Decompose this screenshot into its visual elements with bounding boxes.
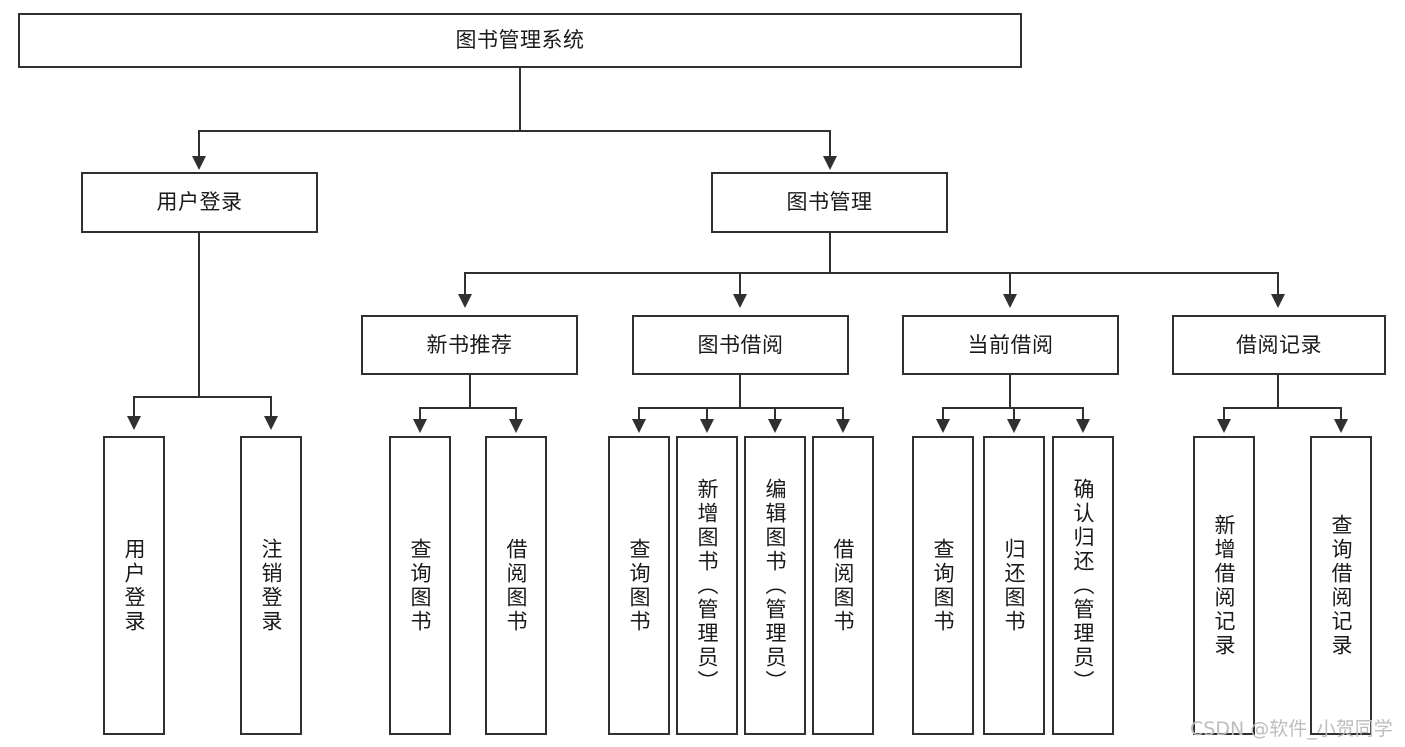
arrowhead-bb-leaf-3 xyxy=(768,419,782,433)
arrowhead-bb-leaf-4 xyxy=(836,419,850,433)
node-book-borrow[interactable]: 图书借阅 xyxy=(632,315,849,375)
edge-bb-to-leaf-4 xyxy=(842,407,844,421)
edge-cb-to-leaf-1 xyxy=(942,407,944,421)
node-label: 查询图书 xyxy=(627,537,652,634)
leaf-book-borrow-edit-book-admin[interactable]: 编辑图书（管理员） xyxy=(744,436,806,735)
node-label: 当前借阅 xyxy=(967,332,1054,357)
edge-book-management-bus xyxy=(464,272,1279,274)
node-label: 借阅记录 xyxy=(1236,332,1322,357)
node-current-borrow[interactable]: 当前借阅 xyxy=(902,315,1119,375)
node-label: 注销登录 xyxy=(259,537,284,634)
edge-current-borrow-bus xyxy=(942,407,1082,409)
edge-bb-to-leaf-1 xyxy=(638,407,640,421)
edge-bm-to-book-borrow xyxy=(739,272,741,296)
arrowhead-bb-leaf-1 xyxy=(632,419,646,433)
node-label: 查询借阅记录 xyxy=(1329,513,1354,658)
node-label: 编辑图书（管理员） xyxy=(763,477,788,694)
leaf-current-borrow-confirm-return-admin[interactable]: 确认归还（管理员） xyxy=(1052,436,1114,735)
leaf-borrow-record-query-record[interactable]: 查询借阅记录 xyxy=(1310,436,1372,735)
leaf-user-login-logout[interactable]: 注销登录 xyxy=(240,436,302,735)
arrowhead-user-login-leaf-2 xyxy=(264,416,278,430)
node-user-login[interactable]: 用户登录 xyxy=(81,172,318,233)
leaf-current-borrow-return-book[interactable]: 归还图书 xyxy=(983,436,1045,735)
arrowhead-new-book-leaf-1 xyxy=(413,419,427,433)
edge-book-borrow-bus xyxy=(638,407,844,409)
edge-new-book-to-leaf-1 xyxy=(419,407,421,421)
edge-br-to-leaf-2 xyxy=(1340,407,1342,421)
leaf-borrow-record-add-record[interactable]: 新增借阅记录 xyxy=(1193,436,1255,735)
csdn-watermark: CSDN @软件_小贺同学 xyxy=(1190,718,1393,740)
node-label: 新增图书（管理员） xyxy=(695,477,720,694)
edge-user-login-to-leaf-2 xyxy=(270,396,272,418)
edge-root-to-book-management xyxy=(829,130,831,158)
arrowhead-br-leaf-2 xyxy=(1334,419,1348,433)
edge-root-bus xyxy=(198,130,831,132)
leaf-book-borrow-borrow-book[interactable]: 借阅图书 xyxy=(812,436,874,735)
node-label: 用户登录 xyxy=(156,190,243,215)
arrowhead-new-book-leaf-2 xyxy=(509,419,523,433)
node-label: 查询图书 xyxy=(408,537,433,634)
edge-br-to-leaf-1 xyxy=(1223,407,1225,421)
arrowhead-cb-leaf-3 xyxy=(1076,419,1090,433)
edge-current-borrow-stem xyxy=(1009,375,1011,408)
arrowhead-bb-leaf-2 xyxy=(700,419,714,433)
node-label: 图书借阅 xyxy=(697,332,784,357)
node-label: 借阅图书 xyxy=(831,537,856,634)
arrowhead-bm-borrow-record xyxy=(1271,294,1285,308)
edge-borrow-record-bus xyxy=(1223,407,1341,409)
arrowhead-bm-current-borrow xyxy=(1003,294,1017,308)
edge-user-login-to-leaf-1 xyxy=(133,396,135,418)
edge-bb-to-leaf-3 xyxy=(774,407,776,421)
arrowhead-bm-new-book xyxy=(458,294,472,308)
node-root-library-management-system[interactable]: 图书管理系统 xyxy=(18,13,1022,68)
edge-book-borrow-stem xyxy=(739,375,741,408)
node-label: 新书推荐 xyxy=(426,332,513,357)
arrowhead-root-to-user-login xyxy=(192,156,206,170)
arrowhead-root-to-book-management xyxy=(823,156,837,170)
node-new-book-recommend[interactable]: 新书推荐 xyxy=(361,315,578,375)
arrowhead-cb-leaf-1 xyxy=(936,419,950,433)
arrowhead-user-login-leaf-1 xyxy=(127,416,141,430)
node-book-management[interactable]: 图书管理 xyxy=(711,172,948,233)
node-borrow-record[interactable]: 借阅记录 xyxy=(1172,315,1386,375)
edge-bb-to-leaf-2 xyxy=(706,407,708,421)
node-label: 图书管理 xyxy=(786,190,873,215)
node-label: 查询图书 xyxy=(931,537,956,634)
edge-bm-to-new-book xyxy=(464,272,466,296)
edge-borrow-record-stem xyxy=(1277,375,1279,408)
edge-root-to-user-login xyxy=(198,130,200,158)
node-label: 图书管理系统 xyxy=(455,28,585,53)
edge-cb-to-leaf-2 xyxy=(1013,407,1015,421)
edge-new-book-to-leaf-2 xyxy=(515,407,517,421)
edge-user-login-stem xyxy=(198,233,200,397)
arrowhead-cb-leaf-2 xyxy=(1007,419,1021,433)
leaf-user-login-login[interactable]: 用户登录 xyxy=(103,436,165,735)
leaf-new-book-query-book[interactable]: 查询图书 xyxy=(389,436,451,735)
edge-user-login-bus xyxy=(133,396,271,398)
leaf-book-borrow-add-book-admin[interactable]: 新增图书（管理员） xyxy=(676,436,738,735)
node-label: 确认归还（管理员） xyxy=(1071,477,1096,694)
edge-new-book-bus xyxy=(419,407,517,409)
leaf-new-book-borrow-book[interactable]: 借阅图书 xyxy=(485,436,547,735)
arrowhead-bm-book-borrow xyxy=(733,294,747,308)
node-label: 用户登录 xyxy=(122,537,147,634)
node-label: 新增借阅记录 xyxy=(1212,513,1237,658)
edge-bm-to-current-borrow xyxy=(1009,272,1011,296)
edge-root-stem xyxy=(519,68,521,131)
edge-new-book-stem xyxy=(469,375,471,408)
edge-bm-to-borrow-record xyxy=(1277,272,1279,296)
node-label: 借阅图书 xyxy=(504,537,529,634)
edge-cb-to-leaf-3 xyxy=(1082,407,1084,421)
leaf-book-borrow-query-book[interactable]: 查询图书 xyxy=(608,436,670,735)
leaf-current-borrow-query-book[interactable]: 查询图书 xyxy=(912,436,974,735)
arrowhead-br-leaf-1 xyxy=(1217,419,1231,433)
node-label: 归还图书 xyxy=(1002,537,1027,634)
edge-book-management-stem xyxy=(829,233,831,273)
